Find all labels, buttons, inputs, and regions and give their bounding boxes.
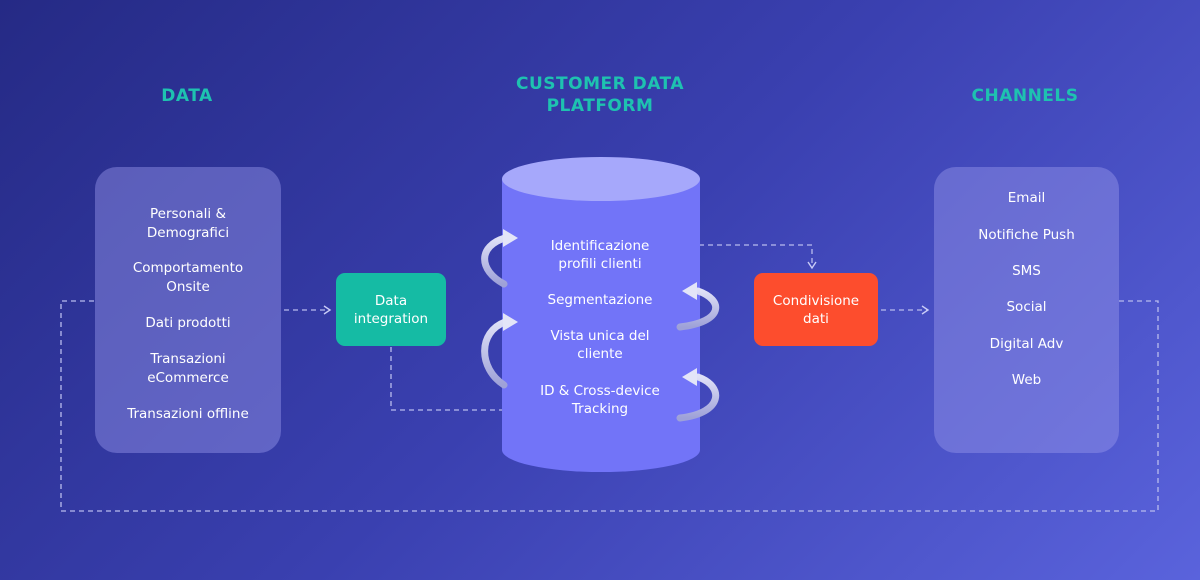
channel-item-sms: SMS	[1012, 263, 1041, 279]
cdp-item-id-cross-device-line-1: ID & Cross-device	[540, 383, 660, 399]
data-item-comportamento: Comportamento Onsite	[95, 259, 281, 297]
data-panel	[95, 167, 281, 453]
feedback-loop-connector	[60, 300, 1159, 512]
cdp-item-vista-unica-line-2: cliente	[577, 346, 623, 362]
condivisione-line-2: dati	[803, 310, 829, 327]
channel-item-digital-adv: Digital Adv	[989, 336, 1064, 352]
cycle-arrow-right-2	[676, 368, 720, 422]
cycle-arrow-right-1	[676, 282, 720, 331]
cdp-to-condivisione-arrow	[672, 244, 817, 270]
data-item-personali-line-2: Demografici	[146, 225, 230, 241]
data-item-ecommerce-line-1: Transazioni	[150, 351, 226, 367]
cdp-heading-line-2: PLATFORM	[546, 96, 654, 116]
cdp-item-vista-unica-line-1: Vista unica del	[550, 328, 650, 344]
data-integration-line-2: integration	[353, 310, 429, 327]
condivisione-dati-box: Condivisione dati	[754, 273, 878, 346]
data-item-ecommerce-line-2: eCommerce	[147, 370, 229, 386]
data-item-personali: Personali & Demografici	[95, 205, 281, 243]
channels-panel	[934, 167, 1119, 453]
cdp-cylinder-top	[502, 157, 700, 201]
channel-item-notifiche-push: Notifiche Push	[978, 227, 1075, 243]
cdp-item-id-cross-device-line-2: Tracking	[571, 401, 629, 417]
data-heading: DATA	[161, 86, 213, 106]
data-item-dati-prodotti-line-1: Dati prodotti	[145, 315, 231, 331]
data-item-comportamento-line-1: Comportamento	[132, 260, 244, 276]
channel-item-web: Web	[1011, 372, 1042, 388]
data-item-comportamento-line-2: Onsite	[166, 279, 210, 295]
cycle-arrow-left-2	[481, 313, 518, 389]
data-item-offline: Transazioni offline	[95, 405, 281, 424]
data-item-dati-prodotti: Dati prodotti	[95, 314, 281, 333]
cdp-item-identificazione-line-2: profili clienti	[558, 256, 642, 272]
cdp-heading-line-1: CUSTOMER DATA	[516, 74, 684, 94]
data-integration-box: Data integration	[336, 273, 446, 346]
cdp-item-segmentazione-line-1: Segmentazione	[547, 292, 653, 308]
integration-to-cdp-arrow	[390, 347, 524, 415]
channel-item-social: Social	[1006, 299, 1047, 315]
cdp-heading: CUSTOMER DATA PLATFORM	[470, 73, 730, 117]
cdp-cylinder-body	[502, 179, 700, 472]
data-item-ecommerce: Transazioni eCommerce	[95, 350, 281, 388]
cdp-cylinder	[502, 157, 700, 472]
cycle-arrow-left-1	[481, 229, 518, 288]
cdp-item-identificazione-line-1: Identificazione	[550, 238, 650, 254]
cdp-item-segmentazione: Segmentazione	[520, 291, 680, 309]
condivisione-line-1: Condivisione	[772, 292, 860, 309]
channel-item-email: Email	[1007, 190, 1046, 206]
cdp-item-id-cross-device: ID & Cross-device Tracking	[520, 382, 680, 418]
cdp-item-identificazione: Identificazione profili clienti	[520, 237, 680, 273]
data-item-offline-line-1: Transazioni offline	[127, 406, 249, 422]
channels-heading: CHANNELS	[971, 86, 1079, 106]
data-item-personali-line-1: Personali &	[150, 206, 226, 222]
cdp-item-vista-unica: Vista unica del cliente	[520, 327, 680, 363]
data-integration-line-1: Data	[374, 292, 408, 309]
